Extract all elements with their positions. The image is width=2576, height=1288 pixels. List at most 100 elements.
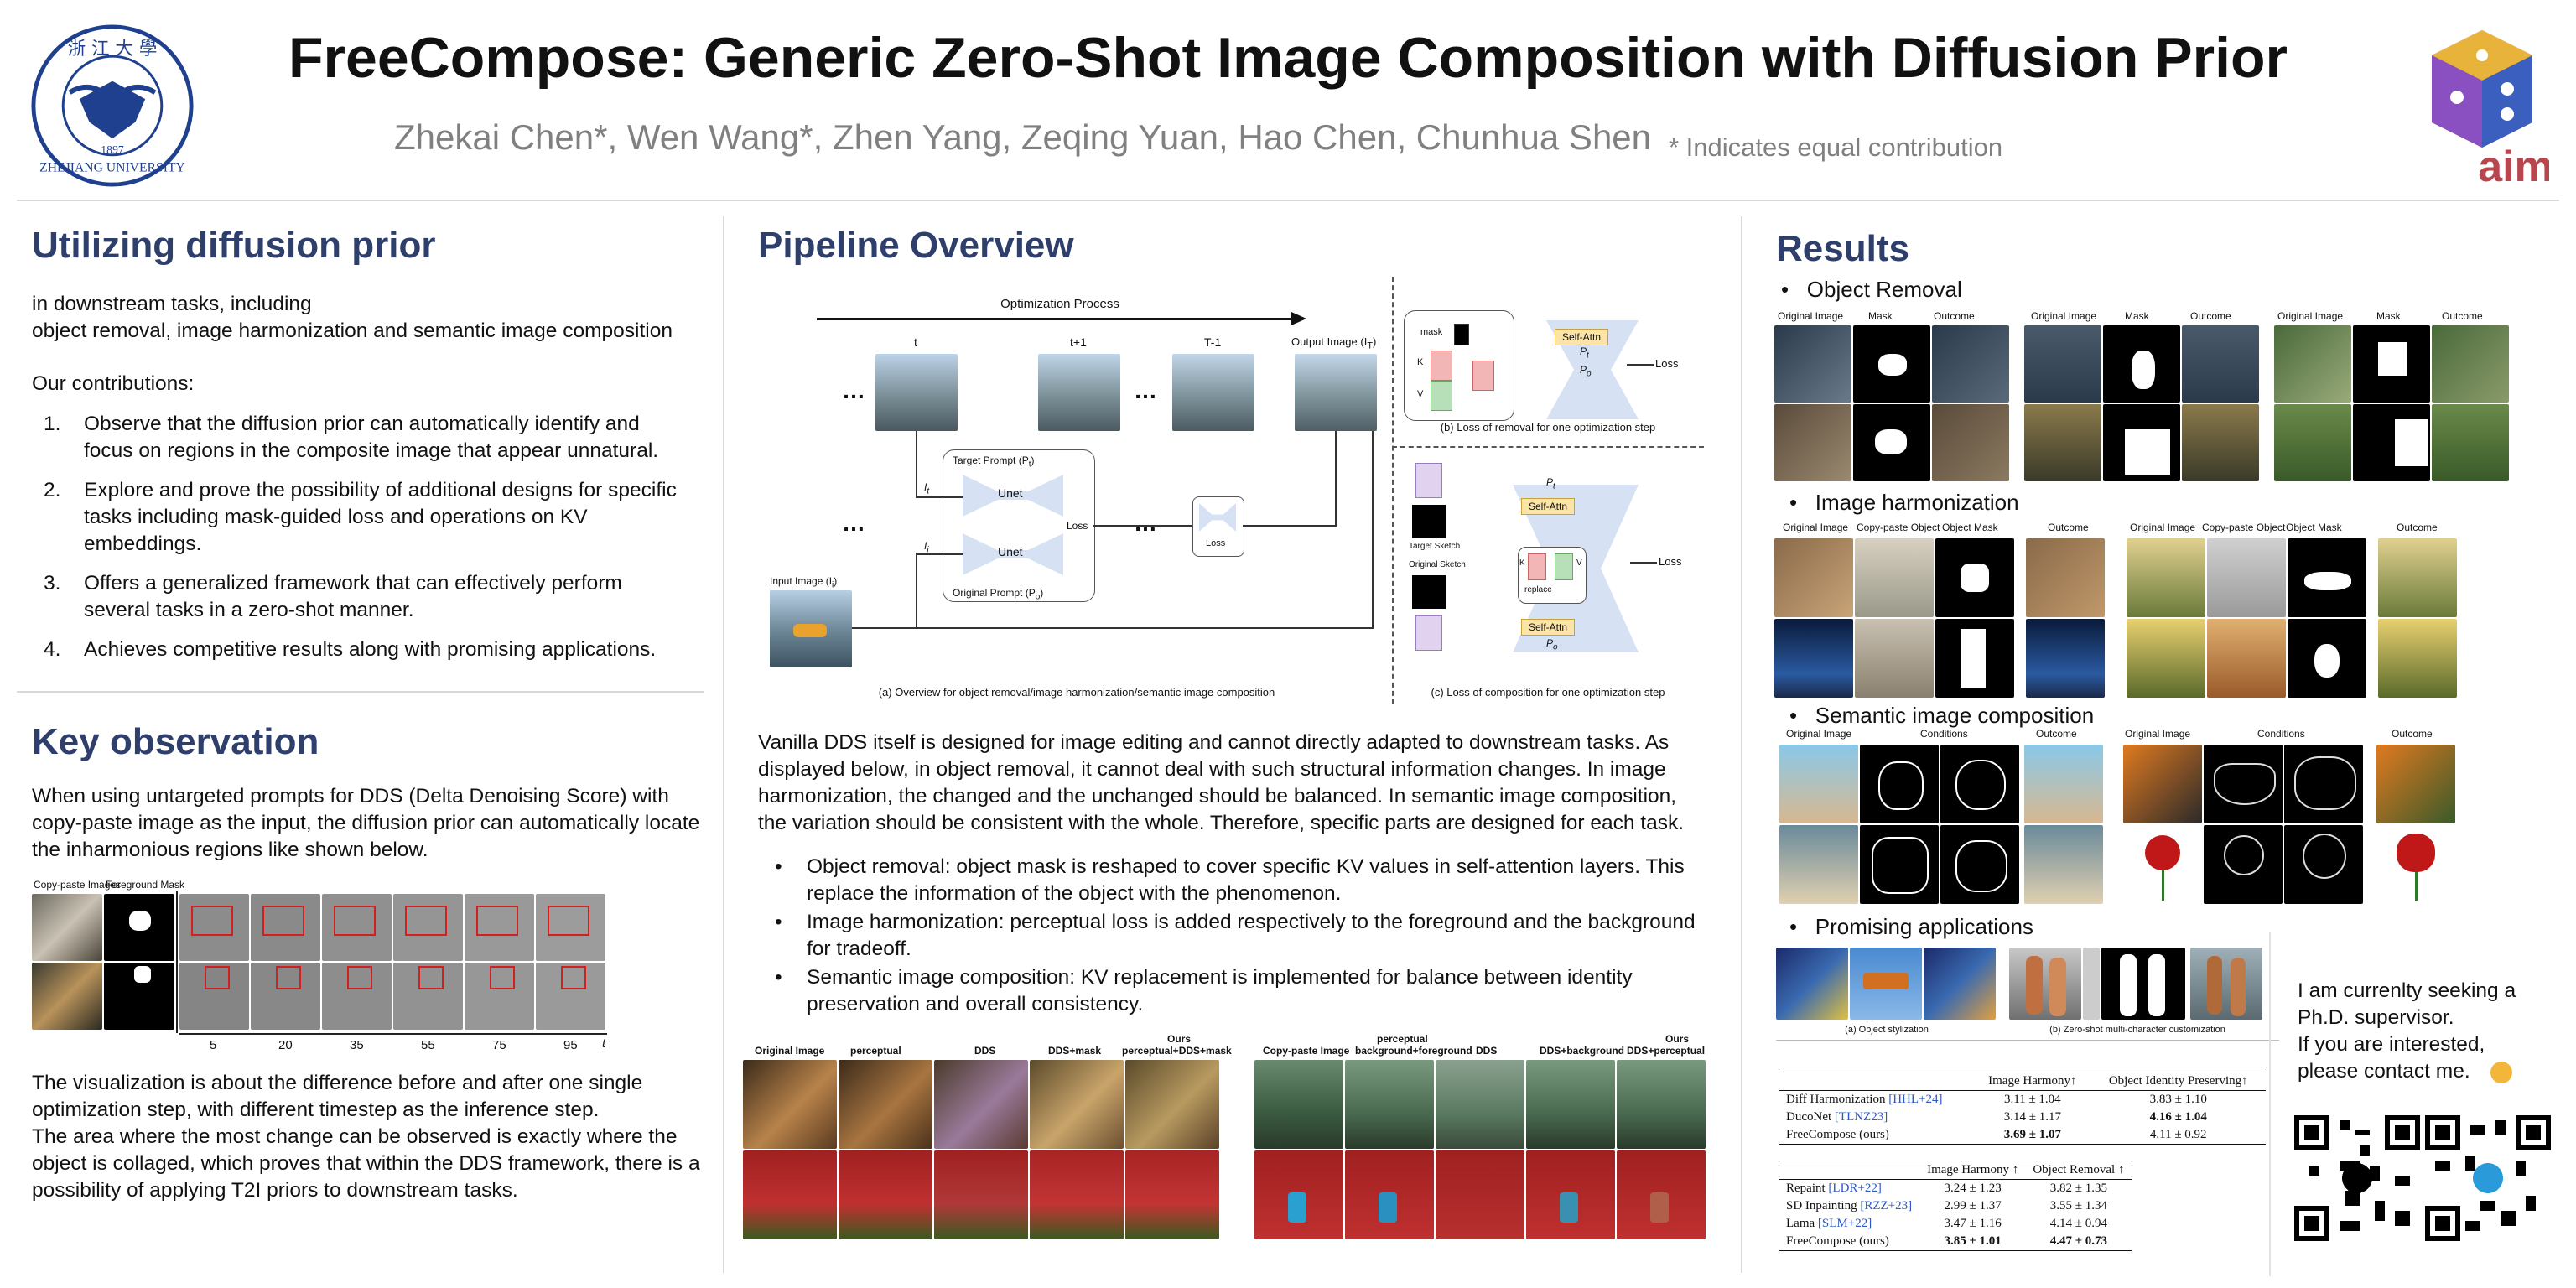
result-condition — [1860, 745, 1939, 823]
grid-header: Original Image — [1786, 728, 1852, 740]
ablation-figure-harmonization: Copy-paste Image perceptual background+f… — [1254, 1033, 1707, 1243]
output-image — [1295, 354, 1377, 431]
intro-line-2: object removal, image harmonization and … — [32, 319, 673, 342]
telegram-qr-code-icon[interactable] — [2425, 1115, 2551, 1241]
abl-header: perceptual — [850, 1045, 901, 1057]
result-image — [1779, 825, 1858, 904]
grid-header: Outcome — [2442, 310, 2483, 322]
timestep-label: 5 — [210, 1038, 217, 1052]
step-image-t1 — [1038, 354, 1120, 431]
contact-line: I am currenlty seeking a — [2298, 979, 2516, 1002]
timestep-axis — [179, 1033, 607, 1035]
diff-map — [393, 963, 463, 1030]
result-image — [1774, 325, 1852, 402]
abl-header: Ours — [1665, 1033, 1690, 1045]
zju-seal-logo: 浙 江 大 學 ZHEJIANG UNIVERSITY 1897 — [31, 24, 194, 187]
contributions-list: 1.Observe that the diffusion prior can a… — [32, 411, 686, 676]
result-condition — [1940, 825, 2019, 904]
grid-header: Mask — [2125, 310, 2149, 322]
mask-image-1 — [104, 894, 174, 961]
diff-map — [322, 963, 392, 1030]
loss-label: Loss — [1067, 520, 1088, 532]
equal-contribution-note: * Indicates equal contribution — [1669, 132, 2003, 162]
po-label: Po — [1546, 637, 1558, 652]
result-image — [2182, 325, 2259, 402]
contribution-text: Achieves competitive results along with … — [84, 638, 657, 661]
visualization-paragraph-1: The visualization is about the differenc… — [32, 1072, 643, 1121]
grid-header: Original Image — [2130, 522, 2196, 533]
grid-header: Outcome — [2048, 522, 2089, 533]
result-condition — [2284, 745, 2363, 823]
app-image — [1850, 948, 1922, 1020]
result-image — [2378, 538, 2457, 617]
contact-divider — [2269, 932, 2271, 1276]
result-condition — [2204, 825, 2283, 904]
contribution-text: Observe that the diffusion prior can aut… — [84, 413, 659, 462]
result-mask — [2103, 325, 2180, 402]
abl-image — [1617, 1150, 1706, 1239]
grid-header: Original Image — [1778, 310, 1844, 322]
table-header — [1779, 1072, 1974, 1091]
removal-table: Image Harmony ↑ Object Removal ↑ Repaint… — [1779, 1161, 2132, 1251]
v-label: V — [1576, 558, 1582, 568]
diff-map — [251, 963, 320, 1030]
contact-text: I am currenlty seeking a Ph.D. superviso… — [2298, 978, 2516, 1085]
result-condition — [1860, 825, 1939, 904]
result-condition — [2284, 825, 2363, 904]
k-label: K — [1417, 357, 1424, 367]
table-header: Image Harmony ↑ — [1927, 1163, 2019, 1176]
self-attn-box: Self-Attn — [1555, 329, 1609, 345]
result-image — [2274, 404, 2351, 481]
header-divider — [17, 200, 2559, 201]
result-image — [2024, 745, 2103, 823]
abl-header: DDS — [1476, 1045, 1498, 1057]
table-row: FreeCompose (ours) 3.85 ± 1.01 4.47 ± 0.… — [1786, 1234, 2107, 1248]
grid-header: Object Mask — [2286, 522, 2342, 533]
diff-map — [536, 963, 605, 1030]
abl-image — [1125, 1060, 1219, 1149]
bullet-image-harmonization: Image harmonization: perceptual loss is … — [758, 909, 1697, 963]
ablation-figure-removal: Original Image perceptual DDS DDS+mask O… — [743, 1033, 1232, 1243]
abl-image — [1436, 1150, 1524, 1239]
result-image — [2024, 825, 2103, 904]
grid-header: Object Mask — [1942, 522, 1998, 533]
grid-header: Mask — [2376, 310, 2401, 322]
input-image-label: Input Image (Ii) — [770, 575, 838, 590]
unet-label: Unet — [998, 545, 1023, 558]
object-removal-grid: Original Image Mask Outcome Original Ima… — [1774, 310, 2512, 486]
grid-header: Copy-paste Object — [2202, 522, 2286, 533]
abl-image — [1345, 1060, 1434, 1149]
grid-header: Outcome — [2190, 310, 2231, 322]
diff-map — [393, 894, 463, 961]
section-title-results: Results — [1776, 228, 1909, 269]
svg-text:1897: 1897 — [101, 143, 124, 156]
result-image — [2127, 538, 2205, 617]
results-table-2: Image Harmony ↑ Object Removal ↑ Repaint… — [1779, 1161, 2132, 1251]
abl-image — [934, 1060, 1028, 1149]
caption-c: (c) Loss of composition for one optimiza… — [1431, 686, 1665, 699]
diff-map — [465, 963, 534, 1030]
result-image — [2207, 619, 2286, 698]
svg-text:ZHEJIANG UNIVERSITY: ZHEJIANG UNIVERSITY — [39, 160, 185, 174]
result-image — [2127, 619, 2205, 698]
abl-header: Original Image — [755, 1045, 825, 1057]
step-image-t — [875, 354, 958, 431]
output-image-label: Output Image (IT) — [1291, 335, 1377, 351]
grid-header: Copy-paste Object — [1857, 522, 1940, 533]
wechat-qr-code-icon[interactable] — [2294, 1115, 2420, 1241]
key-observation-figure: Copy-paste Images Foreground Mask 5 20 3… — [32, 879, 619, 1055]
grid-header: Original Image — [2031, 310, 2097, 322]
replace-label: replace — [1524, 585, 1552, 595]
abl-image — [1254, 1150, 1343, 1239]
step-label: t+1 — [1070, 335, 1087, 349]
contact-line: Ph.D. supervisor. — [2298, 1006, 2454, 1029]
app-image — [1924, 948, 1996, 1020]
abl-image — [1526, 1060, 1615, 1149]
aim-text: aim — [2478, 143, 2549, 186]
abl-image — [1617, 1060, 1706, 1149]
abl-header: perceptual+DDS+mask — [1122, 1045, 1232, 1057]
result-mask — [2353, 325, 2430, 402]
step-image-T1 — [1172, 354, 1254, 431]
applications-figure: (a) Object stylization (b) Zero-shot mul… — [1776, 948, 2279, 1041]
optimization-process-label: Optimization Process — [1000, 297, 1119, 311]
